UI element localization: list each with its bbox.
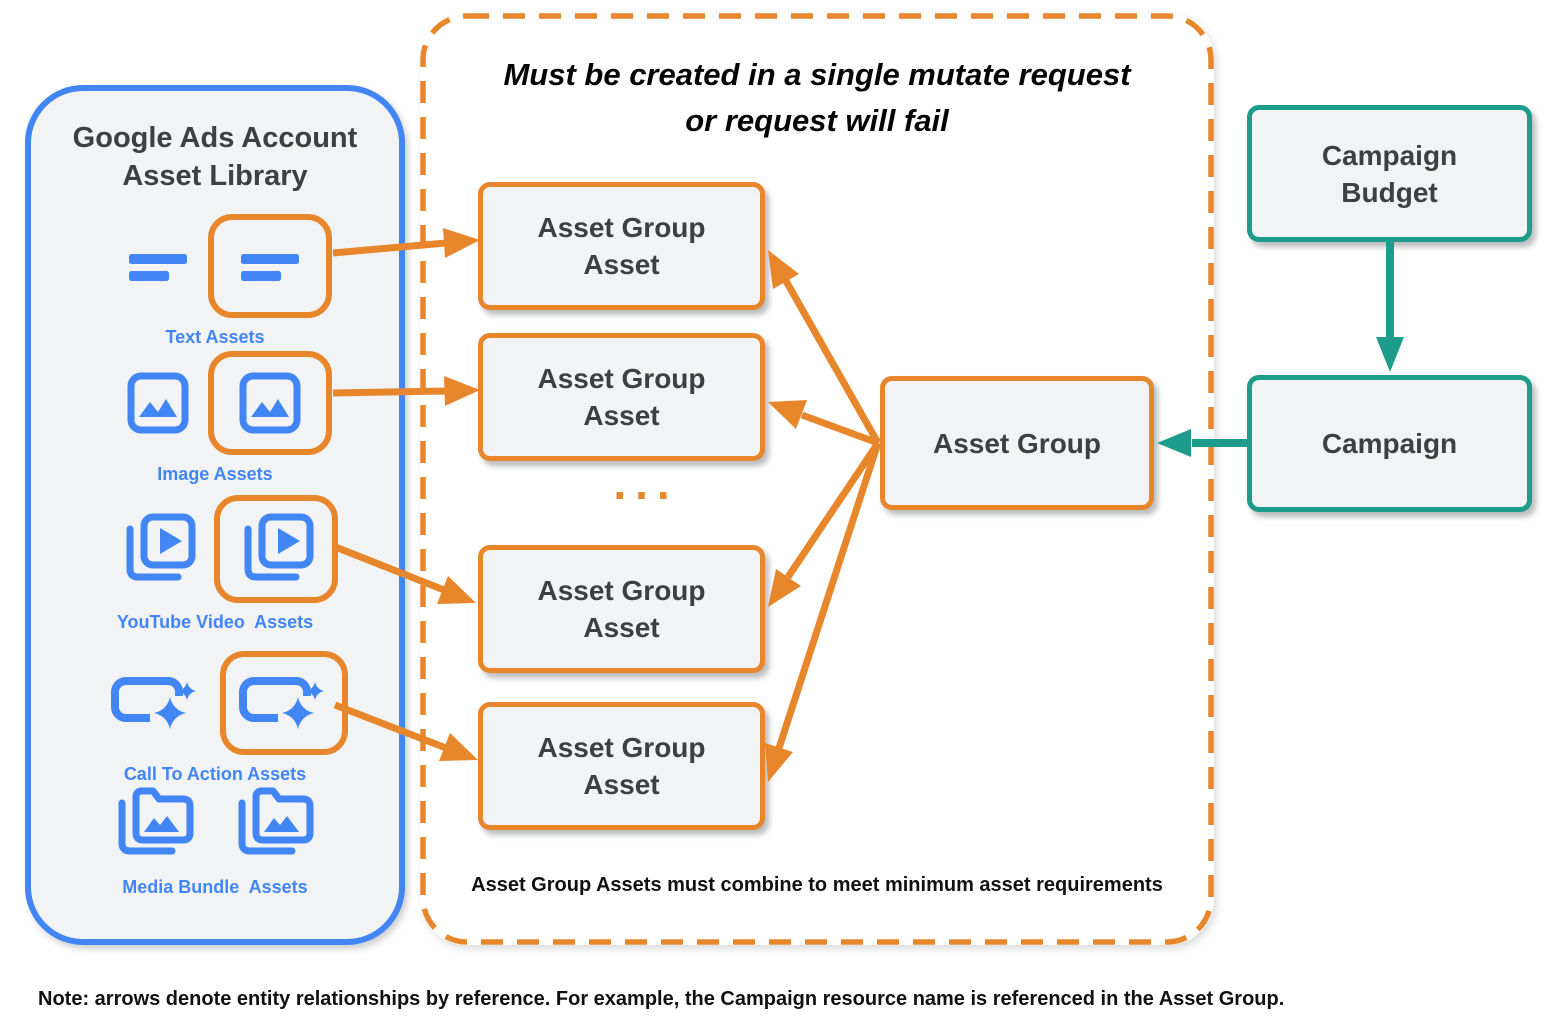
media-bundle-assets-label: Media Bundle Assets bbox=[122, 877, 308, 897]
highlight-ring-youtube-asset bbox=[214, 495, 338, 603]
asset-row-youtube: YouTube Video Assets bbox=[31, 495, 399, 633]
text-asset-icon bbox=[241, 254, 299, 281]
youtube-video-assets-label: YouTube Video Assets bbox=[116, 612, 314, 632]
asset-group-asset-label-1: Asset Group Asset bbox=[537, 212, 706, 280]
youtube-video-asset-icon bbox=[244, 513, 314, 581]
asset-row-image: Image Assets bbox=[31, 351, 399, 485]
asset-row-media-bundle: Media Bundle Assets bbox=[31, 781, 399, 898]
asset-library-title-line2: Asset Library bbox=[122, 160, 308, 192]
call-to-action-asset-icon bbox=[239, 677, 330, 737]
asset-group-asset-label-2: Asset Group Asset bbox=[537, 363, 706, 431]
ellipsis-more-assets: ... bbox=[613, 457, 679, 509]
asset-row-cta: Call To Action Assets bbox=[31, 651, 399, 785]
campaign-box: Campaign bbox=[1247, 375, 1532, 512]
media-bundle-asset-icon bbox=[118, 787, 194, 855]
asset-group-asset-box-1: Asset Group Asset bbox=[478, 182, 765, 310]
asset-group-asset-label-3: Asset Group Asset bbox=[537, 575, 706, 643]
image-asset-icon bbox=[239, 372, 301, 434]
asset-library-title-line1: Google Ads Account bbox=[72, 122, 358, 154]
asset-library-panel: Google Ads Account Asset Library Text As… bbox=[25, 85, 405, 945]
call-to-action-assets-label: Call To Action Assets bbox=[123, 764, 307, 784]
mutate-panel-heading: Must be created in a single mutate reque… bbox=[420, 52, 1214, 144]
highlight-ring-image-asset bbox=[208, 351, 332, 455]
asset-group-asset-label-4: Asset Group Asset bbox=[537, 732, 706, 800]
text-asset-icon bbox=[129, 254, 187, 281]
call-to-action-asset-icon bbox=[111, 677, 202, 737]
image-asset-icon bbox=[127, 372, 189, 434]
campaign-budget-label: Campaign Budget bbox=[1321, 139, 1458, 208]
mutate-panel-footnote: Asset Group Assets must combine to meet … bbox=[471, 874, 1163, 896]
asset-group-asset-box-3: Asset Group Asset bbox=[478, 545, 765, 673]
media-bundle-asset-icon bbox=[238, 787, 314, 855]
asset-group-box: Asset Group bbox=[880, 376, 1154, 510]
dashed-border bbox=[420, 13, 1214, 945]
mutate-heading-line1: Must be created in a single mutate reque… bbox=[503, 57, 1131, 92]
asset-group-label: Asset Group bbox=[932, 427, 1102, 459]
page-note: Note: arrows denote entity relationships… bbox=[38, 988, 1285, 1010]
asset-library-title: Google Ads Account Asset Library bbox=[31, 119, 399, 195]
image-assets-label: Image Assets bbox=[157, 464, 273, 484]
highlight-ring-cta-asset bbox=[220, 651, 348, 755]
youtube-video-asset-icon bbox=[126, 513, 196, 581]
text-assets-label: Text Assets bbox=[165, 327, 265, 347]
asset-group-asset-box-2: Asset Group Asset bbox=[478, 333, 765, 461]
asset-row-text: Text Assets bbox=[31, 214, 399, 348]
arrow-campaign-budget-to-campaign bbox=[1376, 242, 1404, 372]
campaign-budget-box: Campaign Budget bbox=[1247, 105, 1532, 242]
asset-group-asset-box-4: Asset Group Asset bbox=[478, 702, 765, 830]
highlight-ring-text-asset bbox=[208, 214, 332, 318]
mutate-heading-line2: or request will fail bbox=[685, 103, 949, 138]
campaign-label: Campaign bbox=[1321, 428, 1458, 459]
